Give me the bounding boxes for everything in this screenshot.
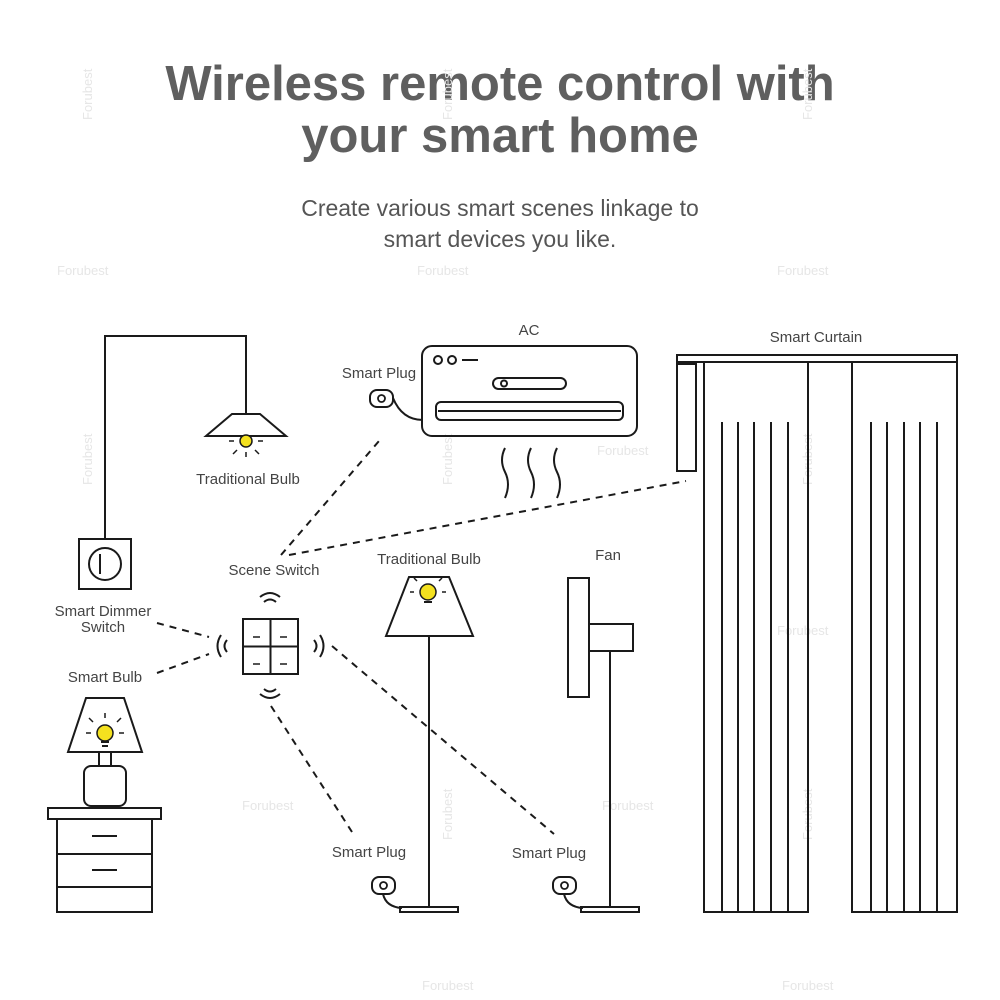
watermark: Forubest [777,263,829,278]
plug-icon [553,877,576,894]
curtain-folds-left [722,422,788,912]
plug-icon [372,877,395,894]
fan-motor [589,624,633,651]
watermark: Forubest [80,68,95,120]
floor-lamp-base [400,907,458,912]
ac-indicator [448,356,456,364]
watermark: Forubest [440,68,455,120]
smart-plug-fan [553,877,583,908]
smart-bulb-label: Smart Bulb [68,669,142,686]
plug-cable [564,894,583,908]
ac-label: AC [519,322,540,339]
watermark: Forubest [777,623,829,638]
fan-base [581,907,639,912]
lamp-base [84,766,126,806]
traditional-bulb-ceiling-label: Traditional Bulb [196,471,300,488]
curtain-rail [677,355,957,362]
link-to-smart-plug-ac [281,441,379,555]
wireless-links [157,441,686,834]
smart-bulb-lamp [68,698,142,806]
curtain-motor [677,364,696,471]
smart-plug-ac-label: Smart Plug [342,365,416,382]
traditional-bulb-floor-label: Traditional Bulb [377,551,481,568]
floor-bulb-icon [420,584,436,600]
plug-cable [393,398,423,420]
smart-dimmer-label-line-1: Smart Dimmer [55,603,152,620]
plug-cable [383,894,402,908]
plug-icon [370,390,393,407]
ceiling-lampshade-icon [206,414,286,436]
nightstand [48,808,161,912]
smart-plug-fan-label: Smart Plug [512,845,586,862]
wireless-signal-right-icon [314,635,324,657]
link-to-smart-bulb [157,654,209,673]
fan-head [568,578,589,697]
link-to-dimmer [157,623,209,637]
wireless-signal-top-icon [260,593,280,602]
watermark: Forubest [417,263,469,278]
wireless-signal-bottom-icon [260,689,280,698]
dimmer-plate [79,539,131,589]
watermark: Forubest [800,68,815,120]
smart-plug-floor-lamp [372,877,402,908]
watermark: Forubest [782,978,834,993]
watermark: Forubest [422,978,474,993]
smart-dimmer-switch [79,539,131,589]
scene-switch [218,593,324,698]
smart-curtain-label: Smart Curtain [770,329,863,346]
watermark: Forubest [440,788,455,840]
ceiling-lamp [105,336,286,540]
smart-plug-ac [370,390,423,420]
dimmer-knob-icon [89,548,121,580]
scene-switch-label: Scene Switch [229,562,320,579]
watermarks: Forubest Forubest Forubest Forubest Foru… [57,68,834,993]
airflow-icon [502,448,560,498]
lamp-wire [105,336,246,540]
ceiling-bulb-icon [240,435,252,447]
link-to-smart-plug-floor-lamp [271,706,352,832]
watermark: Forubest [242,798,294,813]
smart-plug-floor-lamp-label: Smart Plug [332,844,406,861]
floor-lamp [386,577,473,912]
fan-label: Fan [595,547,621,564]
watermark: Forubest [80,433,95,485]
ac-body [422,346,637,436]
curtain-folds-right [871,422,937,912]
watermark: Forubest [440,433,455,485]
link-to-smart-curtain [289,481,686,555]
smart-dimmer-label-line-2: Switch [81,619,125,636]
ac-indicator [434,356,442,364]
smart-bulb-icon [97,725,113,741]
watermark: Forubest [57,263,109,278]
watermark: Forubest [597,443,649,458]
wireless-signal-left-icon [218,635,228,657]
